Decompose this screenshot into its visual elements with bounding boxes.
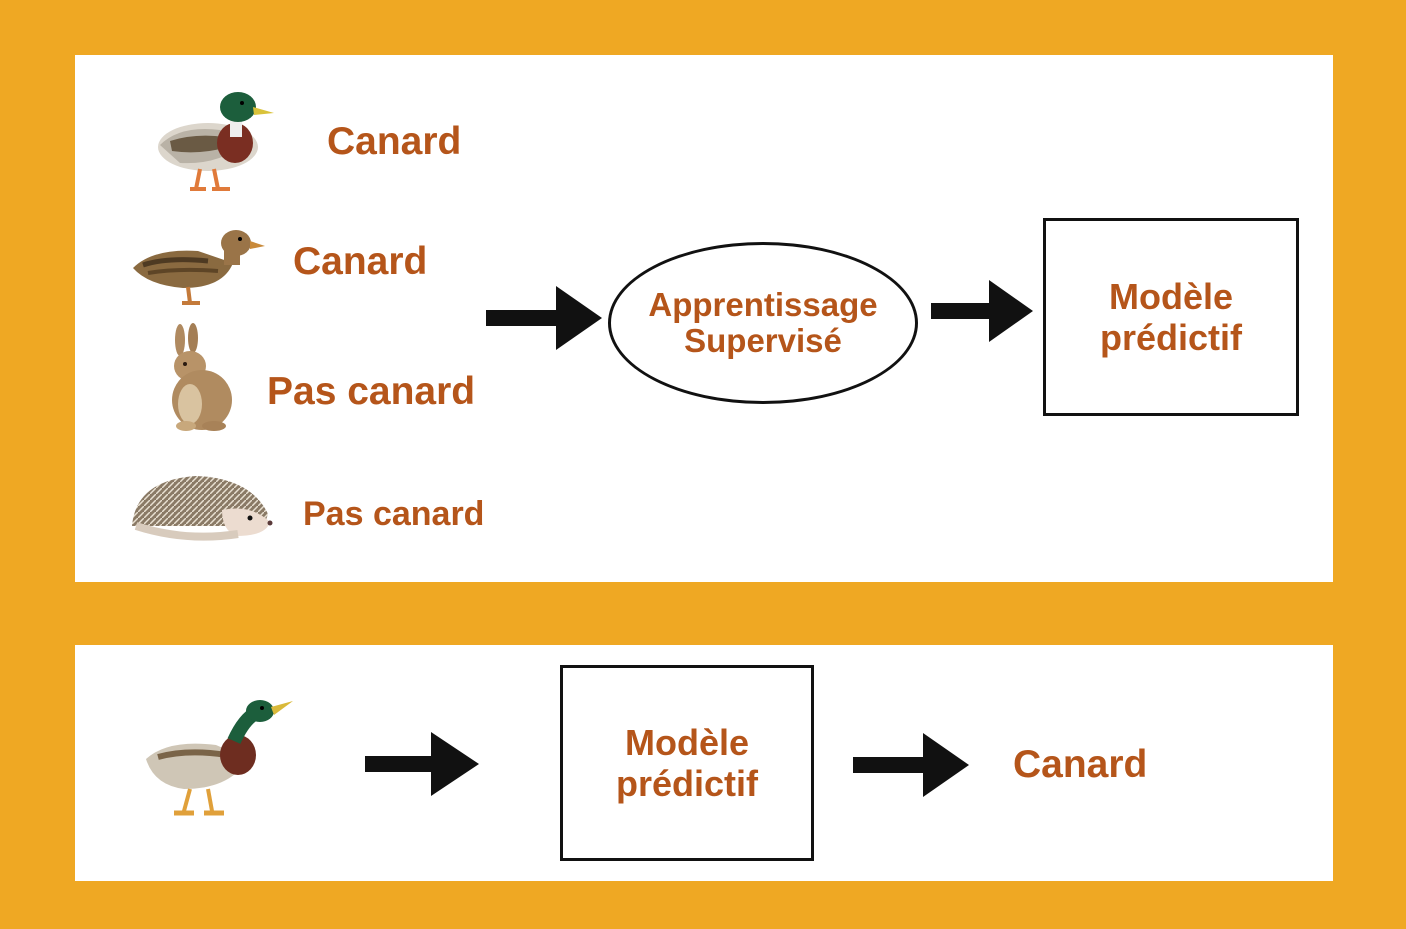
process-label-line1: Apprentissage <box>648 285 878 323</box>
model-label-line2: prédictif <box>615 763 758 804</box>
mallard-duck-image <box>158 92 274 191</box>
female-duck-image <box>133 230 265 305</box>
example-label-3: Pas canard <box>267 370 476 413</box>
process-label-line2: Supervisé <box>684 322 842 359</box>
predictive-model-box: Modèle prédictif <box>1043 218 1299 416</box>
example-label-1: Canard <box>327 120 462 163</box>
arrow-right-icon <box>486 286 602 350</box>
predictive-model-box: Modèle prédictif <box>560 665 814 861</box>
rabbit-image <box>172 323 232 431</box>
supervised-learning-node: Apprentissage Supervisé <box>608 242 918 404</box>
arrow-right-icon <box>853 733 969 797</box>
example-label-2: Canard <box>293 240 428 283</box>
prediction-output-label: Canard <box>1013 743 1148 786</box>
model-label-line2: prédictif <box>1099 317 1242 358</box>
example-label-4: Pas canard <box>303 495 485 533</box>
arrow-right-icon <box>931 280 1033 342</box>
model-label-line1: Modèle <box>1108 275 1233 317</box>
model-label-line1: Modèle <box>624 721 749 763</box>
arrow-right-icon <box>365 732 479 796</box>
input-duck-image <box>146 700 293 816</box>
hedgehog-image <box>132 476 273 541</box>
